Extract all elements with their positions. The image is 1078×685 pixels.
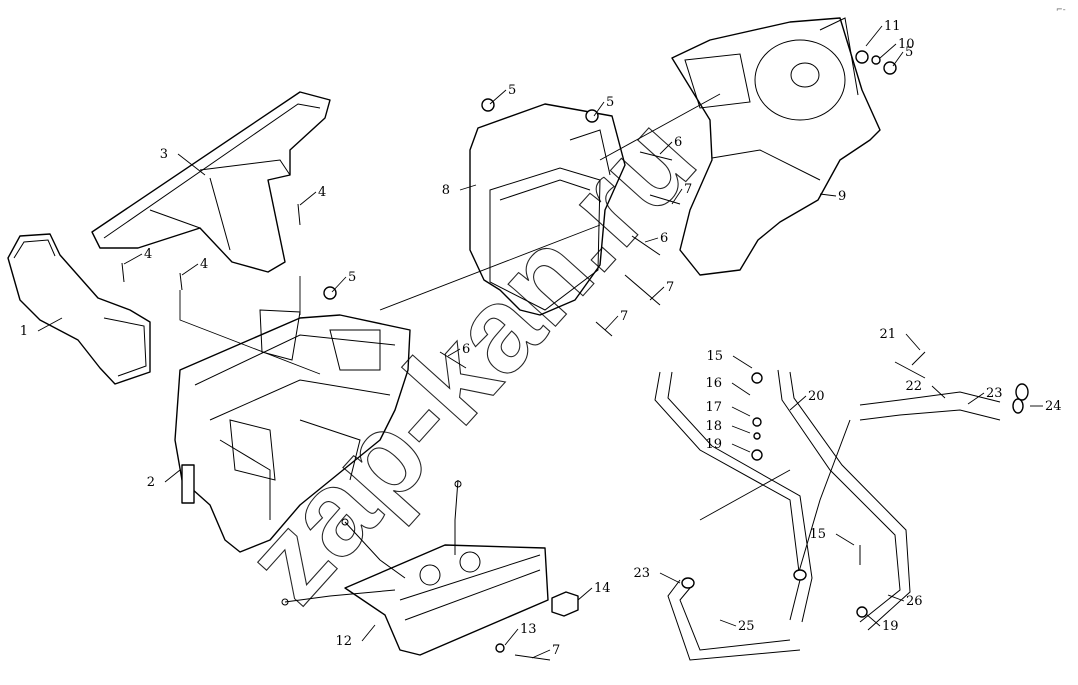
callout-c15b: 15: [809, 527, 826, 542]
leader-line-c23a: [967, 392, 985, 405]
callout-c14: 14: [594, 581, 611, 596]
leader-line-c5a: [489, 89, 507, 105]
callout-c26: 26: [906, 594, 923, 609]
leader-line-c4b: [123, 253, 143, 265]
callout-c23b: 23: [633, 566, 650, 581]
leader-line-c8: [459, 184, 477, 191]
leader-line-c1: [37, 317, 63, 332]
part-climate-control-panel: [344, 544, 549, 656]
leader-line-c17: [731, 406, 751, 417]
callout-c11: 11: [884, 19, 901, 34]
leader-line-c11: [865, 25, 883, 47]
callout-c22: 22: [905, 379, 922, 394]
callout-c17: 17: [705, 400, 722, 415]
callout-c6b: 6: [660, 231, 668, 246]
leader-line-c5c: [331, 276, 347, 293]
leader-line-c18: [731, 425, 751, 434]
callout-c12: 12: [335, 634, 352, 649]
leader-line-c3: [177, 153, 206, 176]
callout-c4c: 4: [200, 257, 208, 272]
leader-line-c4a: [299, 191, 317, 206]
leader-line-c16: [731, 382, 751, 396]
callout-c8: 8: [442, 183, 450, 198]
callout-c3: 3: [160, 147, 168, 162]
callout-c5c: 5: [348, 270, 356, 285]
leader-line-c14: [577, 587, 593, 601]
leader-line-c7c: [604, 315, 619, 331]
leader-line-c19a: [731, 443, 751, 453]
callout-c21: 21: [879, 327, 896, 342]
callout-c7d: 7: [552, 643, 560, 658]
corner-mark: ⌐-: [1056, 5, 1066, 14]
leader-line-c5b: [593, 101, 605, 117]
leader-line-c5d: [892, 51, 904, 67]
leader-line-c7a: [671, 188, 683, 205]
part-blower-housing: [671, 17, 881, 276]
callout-c18: 18: [705, 419, 722, 434]
callout-c24: 24: [1045, 399, 1062, 414]
leader-line-c9: [819, 193, 837, 197]
leader-line-c6b: [644, 237, 659, 243]
callout-c5b: 5: [606, 95, 614, 110]
callout-c4b: 4: [144, 247, 152, 262]
callout-c2: 2: [147, 475, 155, 490]
callout-c10: 10: [898, 37, 915, 52]
part-upper-air-duct: [91, 91, 331, 273]
leader-line-c15b: [835, 533, 855, 546]
leader-line-c23b: [659, 572, 681, 584]
leader-line-c2: [164, 469, 181, 483]
leader-line-c10: [879, 43, 897, 59]
leader-line-c26: [887, 594, 905, 602]
callout-c5d: 5: [905, 45, 913, 60]
leader-line-c12: [361, 624, 376, 642]
callout-c1: 1: [20, 324, 28, 339]
callout-c7b: 7: [666, 280, 674, 295]
callout-c6c: 6: [462, 342, 470, 357]
callout-c15a: 15: [706, 349, 723, 364]
callout-c6a: 6: [674, 135, 682, 150]
leader-line-c7b: [649, 286, 665, 301]
leader-line-c25: [719, 619, 737, 627]
callout-c23a: 23: [986, 386, 1003, 401]
callout-c19b: 19: [882, 619, 899, 634]
part-heater-housing: [174, 309, 411, 553]
assembly-guide-lines: [179, 93, 926, 521]
leader-line-c6a: [659, 141, 673, 155]
callout-c5a: 5: [508, 83, 516, 98]
callout-c9: 9: [838, 189, 846, 204]
callout-c16: 16: [705, 376, 722, 391]
leader-line-c20: [789, 395, 807, 411]
part-rear-case: [469, 103, 626, 316]
callout-c7c: 7: [620, 309, 628, 324]
leader-line-c13: [504, 628, 519, 646]
callout-c25: 25: [738, 619, 755, 634]
callout-c7a: 7: [684, 182, 692, 197]
callout-c4a: 4: [318, 185, 326, 200]
callout-c13: 13: [520, 622, 537, 637]
leader-line-c22: [931, 385, 946, 399]
callout-c19a: 19: [705, 437, 722, 452]
leader-line-c4c: [181, 263, 199, 276]
leader-line-c7d: [531, 649, 551, 659]
part-left-air-duct: [7, 233, 151, 385]
part-control-cables: [281, 479, 462, 606]
fasteners: [121, 50, 926, 661]
leader-line-c6c: [447, 348, 461, 357]
leader-line-c19b: [865, 613, 881, 627]
leader-line-c21: [905, 333, 921, 351]
callout-c20: 20: [808, 389, 825, 404]
part-heater-hoses: [654, 369, 1029, 661]
leader-line-c15a: [732, 355, 753, 369]
part-knob-cap: [551, 591, 579, 617]
